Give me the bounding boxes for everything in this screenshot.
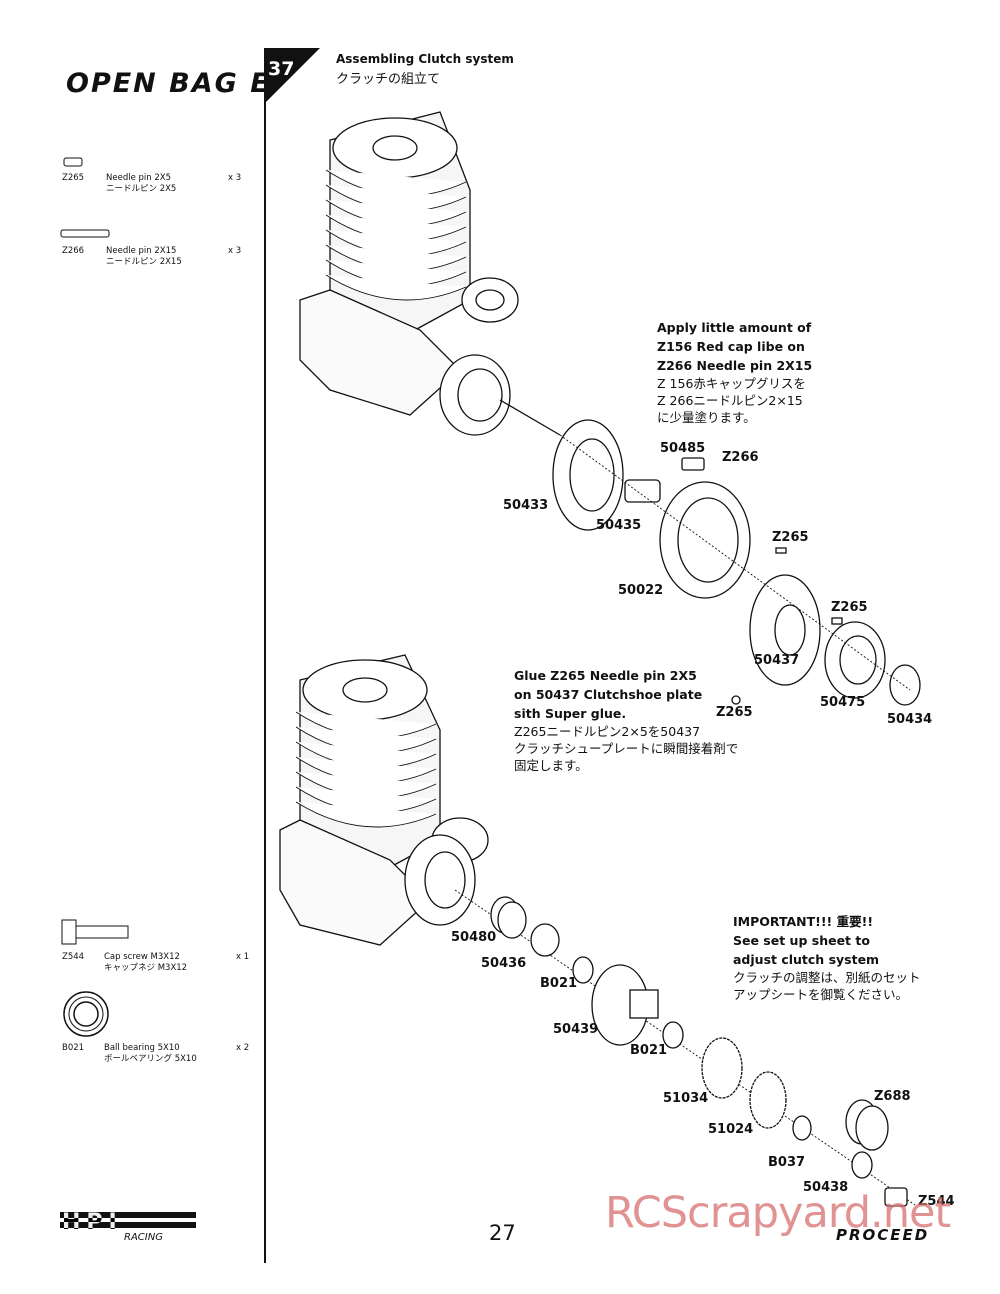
hpi-logo-icon bbox=[60, 1212, 196, 1228]
glue-note: Glue Z265 Needle pin 2X5 on 50437 Clutch… bbox=[514, 668, 739, 773]
cone-50435 bbox=[624, 479, 661, 503]
gear-51034 bbox=[701, 1037, 743, 1099]
proceed-brand: PROCEED bbox=[836, 1226, 930, 1244]
part-qty: x 3 bbox=[228, 246, 242, 256]
part-qty: x 1 bbox=[236, 952, 250, 962]
part-50485 bbox=[681, 457, 705, 471]
step-title: Assembling Clutch system bbox=[336, 52, 514, 66]
step-title-jp: クラッチの組立て bbox=[336, 72, 441, 87]
engine-bottom-illustration bbox=[279, 654, 489, 946]
part-label: 50485 bbox=[660, 441, 706, 456]
clutch-parts-bottom bbox=[454, 889, 916, 1207]
needle-pin-short-icon bbox=[63, 157, 83, 167]
part-name-jp: ニードルピン 2X5 bbox=[106, 184, 177, 194]
step-number: 37 bbox=[268, 58, 295, 80]
page-divider bbox=[264, 48, 266, 1263]
part-label: 50436 bbox=[481, 956, 527, 971]
washer-b037 bbox=[792, 1115, 812, 1141]
important-note: IMPORTANT!!! 重要!! See set up sheet to ad… bbox=[733, 914, 921, 1002]
part-name: Cap screw M3X12 bbox=[104, 952, 180, 962]
part-label: 50435 bbox=[596, 518, 642, 533]
screw-z544 bbox=[884, 1187, 908, 1207]
watermark: RCScrapyard.net bbox=[605, 1188, 951, 1238]
part-name: Ball bearing 5X10 bbox=[104, 1043, 180, 1053]
washer-50434 bbox=[889, 664, 921, 706]
part-name-jp: キャップネジ M3X12 bbox=[104, 963, 188, 973]
part-name-jp: ニードルピン 2X15 bbox=[106, 257, 182, 267]
part-label: 51024 bbox=[708, 1122, 754, 1137]
page-number: 27 bbox=[489, 1221, 516, 1245]
part-label: Z266 bbox=[722, 450, 759, 465]
part-label: 50439 bbox=[553, 1022, 599, 1037]
part-qty: x 2 bbox=[236, 1043, 250, 1053]
part-label: Z265 bbox=[772, 530, 809, 545]
part-label: B021 bbox=[630, 1043, 668, 1058]
part-label: B037 bbox=[768, 1155, 806, 1170]
needle-pin-long-icon bbox=[60, 229, 110, 238]
part-label: 50438 bbox=[803, 1180, 849, 1195]
part-name: Needle pin 2X5 bbox=[106, 173, 171, 183]
part-label: Z544 bbox=[918, 1194, 955, 1209]
part-label: 50475 bbox=[820, 695, 866, 710]
part-code: Z266 bbox=[62, 246, 85, 256]
part-code: Z265 bbox=[62, 173, 85, 183]
step-badge-triangle-icon bbox=[264, 48, 320, 104]
clutch-parts-top bbox=[552, 419, 921, 706]
hpi-logo-text: HPI bbox=[62, 1210, 123, 1235]
part-label: 50022 bbox=[618, 583, 664, 598]
racing-logo-text: RACING bbox=[124, 1232, 163, 1243]
part-label: 50434 bbox=[887, 712, 933, 727]
part-label: Z265 bbox=[716, 705, 753, 720]
pin-z265 bbox=[775, 547, 787, 554]
engine-top-illustration bbox=[299, 111, 561, 436]
part-label: Z688 bbox=[874, 1089, 911, 1104]
apply-note: Apply little amount of Z156 Red cap libe… bbox=[657, 320, 813, 425]
cap-screw-icon bbox=[61, 919, 129, 945]
part-name: Needle pin 2X15 bbox=[106, 246, 177, 256]
ball-bearing-icon bbox=[63, 991, 109, 1037]
part-code: B021 bbox=[62, 1043, 85, 1053]
part-label: B021 bbox=[540, 976, 578, 991]
part-label: 50437 bbox=[754, 653, 800, 668]
nut-50436 bbox=[530, 923, 560, 957]
part-code: Z544 bbox=[62, 952, 85, 962]
gear-51024 bbox=[749, 1071, 787, 1129]
part-label: 50480 bbox=[451, 930, 497, 945]
part-50438 bbox=[851, 1151, 873, 1179]
bearing-b021-2 bbox=[662, 1021, 684, 1049]
bag-title: OPEN BAG E bbox=[66, 68, 271, 99]
part-label: Z265 bbox=[831, 600, 868, 615]
part-name-jp: ボールベアリング 5X10 bbox=[104, 1054, 197, 1064]
part-label: 50433 bbox=[503, 498, 549, 513]
bearing-b021 bbox=[572, 956, 594, 984]
part-label: 51034 bbox=[663, 1091, 709, 1106]
part-qty: x 3 bbox=[228, 173, 242, 183]
